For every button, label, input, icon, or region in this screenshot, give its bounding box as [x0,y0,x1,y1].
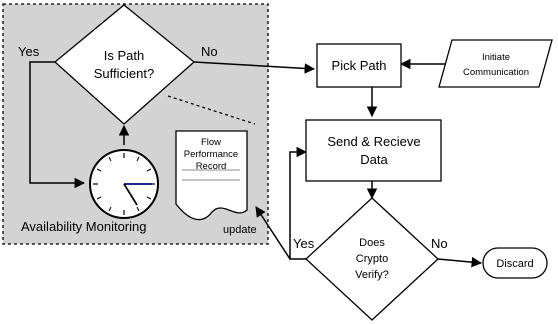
update-label: update [223,224,257,236]
no-bottom-label: No [431,236,448,251]
pick-path-label: Pick Path [332,58,387,73]
yes-left-label: Yes [18,44,40,59]
pick-path-box [316,43,402,88]
no-right-label: No [201,44,218,59]
discard-label: Discard [496,258,533,270]
initiate-communication [438,39,553,88]
record-line1: Flow [201,137,221,148]
decision-path-line2: Sufficient? [94,66,154,81]
yes-bottom-label: Yes [293,236,315,251]
send-receive-line2: Data [360,152,388,167]
discard-terminator [482,247,548,279]
crypto-line3: Verify? [355,269,389,281]
clock-icon [89,149,159,219]
decision-path-line1: Is Path [104,48,144,63]
region-label: Availability Monitoring [21,219,147,234]
flow-performance-record [175,130,248,221]
crypto-line1: Does [359,237,385,249]
crypto-line2: Crypto [356,253,388,265]
decision-crypto-verify [305,197,439,321]
connector-lines [29,58,483,268]
send-receive-box [305,119,442,182]
record-line2: Performance [184,149,238,160]
initiate-line2: Communication [463,67,529,78]
send-receive-line1: Send & Recieve [327,134,420,149]
decision-path-sufficient [54,4,196,125]
record-line3: Record [196,161,227,172]
initiate-line1: Initiate [482,52,510,63]
